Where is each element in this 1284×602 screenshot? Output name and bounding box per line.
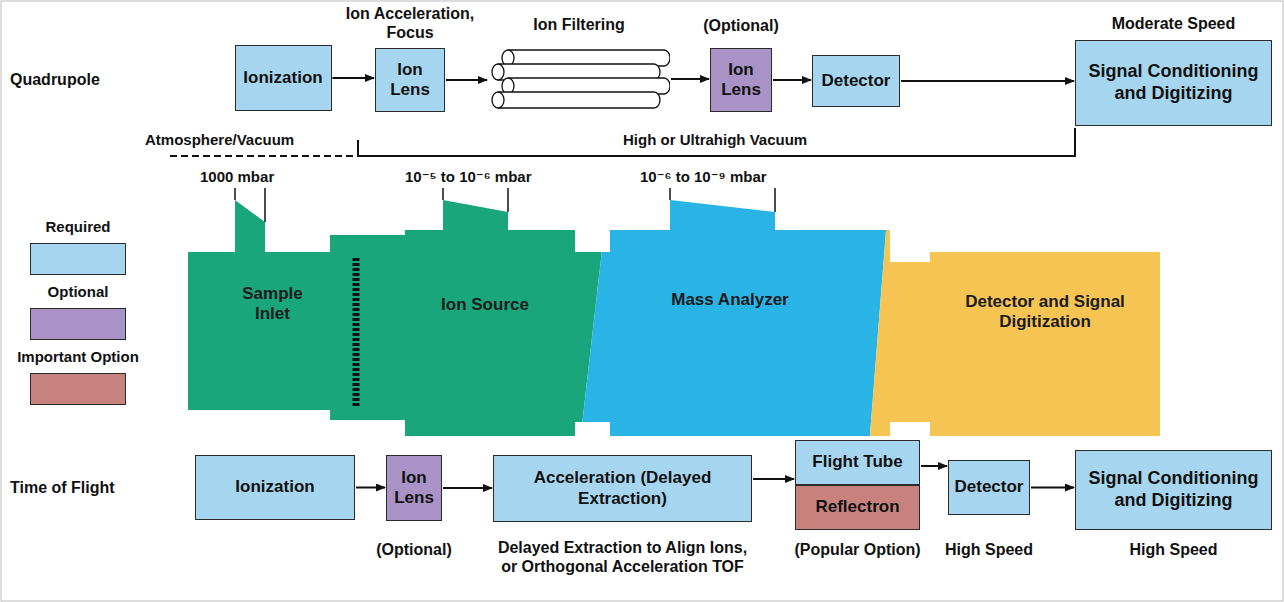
flow-arrow [443, 487, 492, 489]
quadrupole-rods: Ion Filtering [488, 48, 670, 110]
flow-arrow [671, 78, 709, 80]
pressure-ticks [235, 188, 775, 222]
row-label: Quadrupole [10, 70, 100, 89]
process-box: Signal Conditioning and DigitizingHigh S… [1075, 450, 1272, 530]
flow-arrow [333, 77, 375, 79]
box-label: Signal Conditioning and Digitizing [1080, 468, 1267, 511]
legend-swatch [30, 308, 126, 340]
chamber-regions [180, 180, 1170, 460]
process-box: Ionization [195, 455, 355, 520]
flow-arrow [446, 79, 487, 81]
process-box: Acceleration (Delayed Extraction)Delayed… [493, 455, 752, 522]
box-caption: Moderate Speed [1064, 15, 1284, 34]
box-caption: Delayed Extraction to Align Ions, or Ort… [492, 539, 754, 577]
box-caption: Ion Filtering [479, 16, 679, 35]
optional-box: (Optional)Ion Lens [710, 48, 772, 112]
flow-arrow [773, 79, 811, 81]
legend-text: Important Option [3, 348, 153, 365]
box-label: Reflectron [815, 497, 899, 517]
atmosphere-dashed-line [170, 155, 355, 157]
chamber-region: Mass Analyzer [640, 280, 820, 320]
box-caption: (Optional) [354, 541, 474, 560]
pressure-zone-label: Atmosphere/Vacuum [145, 131, 294, 149]
pressure-zone-label: High or Ultrahigh Vacuum [623, 131, 807, 149]
chamber-region: Sample Inlet [225, 272, 320, 336]
box-label: Ionization [235, 477, 314, 497]
process-box: Flight Tube [795, 440, 920, 485]
box-label: Acceleration (Delayed Extraction) [498, 468, 747, 509]
legend-text: Required [3, 218, 153, 235]
box-label: Flight Tube [812, 452, 902, 472]
box-label: Signal Conditioning and Digitizing [1080, 61, 1267, 104]
box-label: Ion Lens [391, 468, 437, 509]
important-option-box: Reflectron(Popular Option) [795, 485, 920, 530]
pressure-value: 1000 mbar [200, 168, 274, 186]
flow-arrow [901, 80, 1074, 82]
box-caption: Ion Acceleration, Focus [325, 5, 495, 43]
box-label: Sample Inlet [229, 284, 316, 325]
box-label: Ion Lens [715, 60, 767, 101]
legend-text: Optional [3, 283, 153, 300]
inlet-mesh [353, 258, 360, 408]
box-caption: High Speed [1074, 541, 1274, 560]
flow-arrow [1031, 487, 1074, 489]
box-label: Ion Lens [380, 60, 440, 101]
optional-box: Ion Lens(Optional) [386, 455, 442, 521]
box-label: Ionization [243, 68, 322, 88]
flow-arrow [753, 478, 794, 480]
process-box: Ion Acceleration, FocusIon Lens [375, 48, 445, 112]
process-box: Detector [812, 55, 900, 107]
legend-swatch [30, 243, 126, 275]
box-caption: High Speed [929, 541, 1049, 560]
pressure-value: 10⁻⁶ to 10⁻⁹ mbar [640, 168, 767, 186]
flow-arrow [921, 465, 947, 467]
chamber-region: Ion Source [405, 285, 565, 325]
box-caption: (Optional) [681, 17, 801, 36]
box-label: Ion Source [441, 295, 529, 315]
process-box: Ionization [235, 45, 332, 111]
rods-drawing [488, 48, 670, 110]
box-caption: (Popular Option) [773, 541, 943, 560]
row-label: Time of Flight [10, 478, 115, 497]
box-label: Detector and Signal Digitization [959, 292, 1131, 333]
pressure-value: 10⁻⁵ to 10⁻⁶ mbar [405, 168, 532, 186]
vacuum-bracket [358, 128, 1075, 156]
legend-swatch [30, 373, 126, 405]
box-label: Detector [955, 477, 1024, 497]
flow-arrow [356, 487, 385, 489]
box-label: Mass Analyzer [671, 290, 788, 310]
process-box: Moderate SpeedSignal Conditioning and Di… [1075, 40, 1272, 126]
box-label: Detector [822, 71, 891, 91]
chamber-region: Detector and Signal Digitization [955, 280, 1135, 344]
process-box: DetectorHigh Speed [948, 460, 1030, 515]
